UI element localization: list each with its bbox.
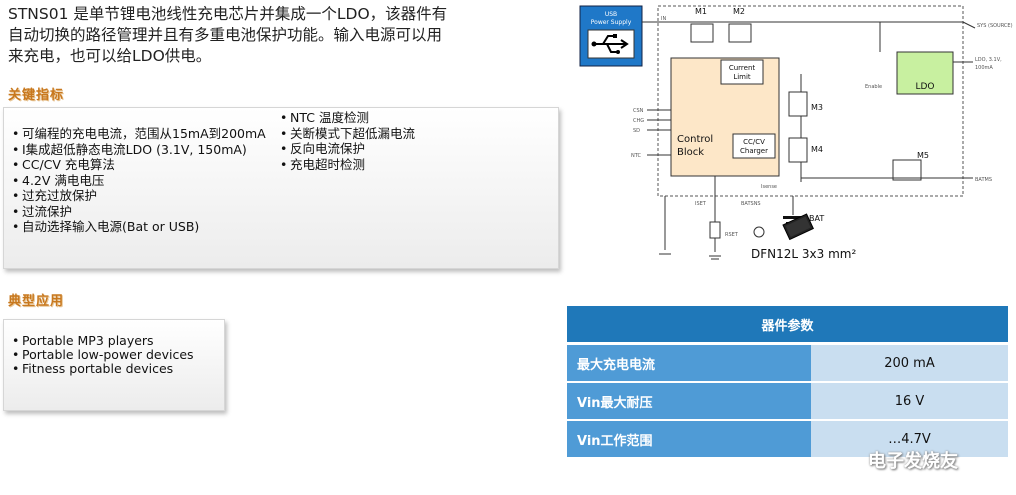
sd-pin: SD [633,128,640,134]
svg-text:100mA: 100mA [975,65,993,71]
params-table-header: 器件参数 [567,306,1008,345]
block-diagram: USB Power Supply IN M1 M2 SYS (SOURCE) C… [579,5,1013,261]
control-block-label: Control [677,134,713,145]
usb-label-line1: USB [605,11,617,18]
key-params-list-2: NTC 温度检测 关断模式下超低漏电流 反向电流保护 充电超时检测 [280,110,480,172]
svg-text:Block: Block [677,147,704,158]
m2-transistor [728,23,752,43]
usb-label-line2: Power Supply [591,19,632,26]
m1-label: M1 [695,7,707,16]
bat-label: BAT [809,214,824,223]
ntc-thermistor [753,226,765,238]
list-item: Fitness portable devices [12,362,194,377]
param-key: 最大充电电流 [567,343,811,383]
rset-resistor [709,221,721,239]
svg-text:Charger: Charger [740,147,768,155]
list-item: 关断模式下超低漏电流 [280,126,480,142]
cccv-label: CC/CV [743,138,765,146]
iset-label: ISET [695,201,707,207]
typical-apps-panel: Portable MP3 players Portable low-power … [3,319,225,411]
m5-transistor [892,159,922,181]
batms-label: BATMS [975,177,992,183]
isense-label: Isense [761,184,777,190]
list-item: NTC 温度检测 [280,110,480,126]
list-item: I集成超低静态电流LDO (3.1V, 150mA) [12,142,292,158]
list-item: 过充过放保护 [12,188,292,204]
batsns-label: BATSNS [741,201,761,207]
sys-label: SYS (SOURCE) [977,23,1013,29]
m2-label: M2 [733,7,745,16]
params-table: 器件参数 最大充电电流 200 mA Vin最大耐压 16 V Vin工作范围 … [567,306,1008,459]
list-item: 充电超时检测 [280,157,480,173]
dfn-chip-icon [782,213,814,241]
watermark: 电子发烧友 [868,451,958,472]
param-value: …4.7V [811,420,1008,459]
list-item: 4.2V 满电电压 [12,173,292,189]
key-params-list-1: 可编程的充电电流，范围从15mA到200mA I集成超低静态电流LDO (3.1… [12,126,292,235]
current-limit-block [720,59,764,85]
cccv-charger-block [732,133,776,159]
list-item: 可编程的充电电流，范围从15mA到200mA [12,126,292,142]
param-value: 200 mA [811,343,1008,383]
svg-text:Limit: Limit [733,73,751,81]
enable-label: Enable [865,84,882,90]
m5-label: M5 [917,151,929,160]
chg-pin: CHG [633,118,644,124]
list-item: 过流保护 [12,204,292,220]
list-item: 自动选择输入电源(Bat or USB) [12,219,292,235]
key-params-title: 关键指标 [8,88,65,103]
m1-transistor [690,23,714,43]
csn-pin: CSN [633,108,644,114]
m4-label: M4 [811,145,823,154]
battery-symbol [783,216,803,219]
ldo-label: LDO [915,82,934,92]
m4-transistor [788,137,808,163]
chip-outline [657,5,964,197]
param-value: 16 V [811,382,1008,421]
param-key: Vin工作范围 [567,420,811,459]
table-row: 最大充电电流 200 mA [567,343,1008,383]
ldo-block [896,51,954,95]
table-row: Vin最大耐压 16 V [567,382,1008,421]
ldo-output-label: LDO, 3.1V, [975,57,1002,63]
m3-transistor [788,91,808,117]
m3-label: M3 [811,103,823,112]
key-params-panel: 可编程的充电电流，范围从15mA到200mA I集成超低静态电流LDO (3.1… [3,107,559,269]
typical-apps-list: Portable MP3 players Portable low-power … [12,334,194,377]
rset-label: RSET [725,232,739,238]
ntc-pin: NTC [631,153,642,159]
current-limit-label: Current [729,64,756,72]
list-item: Portable low-power devices [12,348,194,363]
intro-text: STNS01 是单节锂电池线性充电芯片并集成一个LDO，该器件有自动切换的路径管… [8,5,448,65]
package-label: DFN12L 3x3 mm² [751,247,856,261]
param-key: Vin最大耐压 [567,382,811,421]
in-label: IN [661,16,666,22]
typical-apps-title: 典型应用 [8,294,65,309]
table-row: Vin工作范围 …4.7V [567,420,1008,459]
list-item: CC/CV 充电算法 [12,157,292,173]
list-item: 反向电流保护 [280,141,480,157]
list-item: Portable MP3 players [12,334,194,349]
